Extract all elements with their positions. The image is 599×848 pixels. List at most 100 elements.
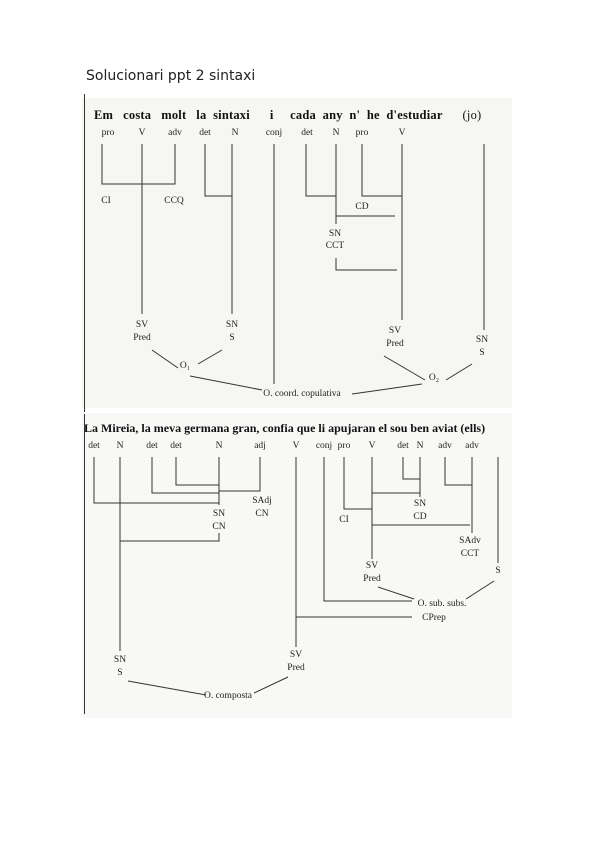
- function-label: SAdv: [459, 536, 481, 546]
- sentence-1: Em costa molt la sintaxi i cada any n' h…: [94, 108, 481, 123]
- pos-tag: pro: [101, 128, 115, 138]
- word: any: [322, 108, 343, 122]
- pos-tag: V: [292, 441, 300, 451]
- tree-branch: [465, 580, 495, 600]
- function-label: SAdj: [252, 496, 272, 506]
- function-label: CPrep: [422, 613, 446, 623]
- function-label: SN: [328, 229, 342, 239]
- function-label: SV: [289, 650, 303, 660]
- function-label: SN: [113, 655, 127, 665]
- function-label: CD: [413, 512, 427, 522]
- pos-tag: V: [138, 128, 146, 138]
- tree-lines: [93, 457, 499, 696]
- tree-branch: [175, 457, 219, 486]
- function-label: S: [117, 668, 123, 678]
- function-label: CN: [212, 522, 226, 532]
- function-label: Pred: [287, 663, 305, 673]
- function-label: S: [479, 348, 485, 358]
- scan-edge-line: [84, 94, 85, 412]
- pos-tag: det: [199, 128, 211, 138]
- tree-branch: [402, 457, 420, 480]
- tree-lines: [101, 144, 485, 395]
- pos-tag: det: [88, 441, 100, 451]
- pos-tag: det: [301, 128, 313, 138]
- word: la: [196, 108, 207, 122]
- syntax-diagram-2: La Mireia, la meva germana gran, confia …: [82, 413, 512, 718]
- word: he: [366, 108, 380, 122]
- tree-branch: [127, 680, 207, 696]
- pos-tag: adv: [168, 128, 182, 138]
- pos-tag: det: [397, 441, 409, 451]
- function-label: SV: [365, 561, 379, 571]
- word: d'estudiar: [386, 108, 443, 122]
- pos-tag: V: [368, 441, 376, 451]
- pos-tag: conj: [315, 441, 333, 451]
- function-label: O. composta: [203, 691, 253, 701]
- tree-branch: [323, 457, 412, 602]
- function-label: Pred: [386, 339, 404, 349]
- scan-edge-line: [84, 414, 85, 714]
- tree-branch: [93, 457, 219, 504]
- word: i: [269, 108, 274, 122]
- tree-branch: [101, 144, 142, 185]
- word: sintaxi: [213, 108, 250, 122]
- function-label: SN: [413, 499, 427, 509]
- function-label: SN: [212, 509, 226, 519]
- tree-branch: [351, 383, 423, 395]
- function-label: CI: [339, 515, 349, 525]
- pos-tag: det: [146, 441, 158, 451]
- function-label: CN: [255, 509, 269, 519]
- syntax-diagram-1: Em costa molt la sintaxi i cada any n' h…: [82, 98, 512, 408]
- word: molt: [161, 108, 187, 122]
- word: (jo): [462, 108, 482, 122]
- word: cada: [290, 108, 316, 122]
- tree-branch: [444, 457, 472, 486]
- tree-branch: [383, 355, 426, 381]
- pos-tag: conj: [265, 128, 283, 138]
- function-label: O₁: [179, 361, 191, 371]
- function-label: CCT: [325, 241, 345, 251]
- function-label: SV: [135, 320, 149, 330]
- tree-branch: [253, 676, 289, 694]
- pos-tag: N: [116, 441, 124, 451]
- tree-branch: [151, 349, 179, 369]
- pos-tag: adj: [254, 441, 266, 451]
- function-label: O. sub. subs.: [417, 599, 467, 609]
- function-label: SN: [225, 320, 239, 330]
- tree-branch: [151, 457, 219, 494]
- tree-branch: [189, 375, 263, 391]
- function-label: SV: [388, 326, 402, 336]
- function-label: O₂: [428, 373, 440, 383]
- tree-branch: [361, 144, 402, 197]
- tree-branch: [204, 144, 232, 197]
- tree-branch: [197, 349, 223, 365]
- function-label: CD: [355, 202, 369, 212]
- tree-branch: [377, 586, 415, 600]
- tree-branch: [445, 363, 473, 381]
- word: n': [349, 108, 361, 122]
- function-label: O. coord. copulativa: [263, 389, 341, 399]
- function-label: Pred: [363, 574, 381, 584]
- function-label: CCQ: [164, 196, 184, 206]
- function-label: Pred: [133, 333, 151, 343]
- pos-tag: N: [332, 128, 340, 138]
- pos-tag: adv: [465, 441, 479, 451]
- document-title: Solucionari ppt 2 sintaxi: [86, 68, 256, 84]
- pos-tag: pro: [355, 128, 369, 138]
- pos-tag: pro: [337, 441, 351, 451]
- tree-branch: [343, 457, 372, 510]
- word: costa: [123, 108, 152, 122]
- pos-tag: V: [398, 128, 406, 138]
- function-label: S: [229, 333, 235, 343]
- pos-tag: det: [170, 441, 182, 451]
- pos-tag: N: [231, 128, 239, 138]
- tree-branch: [142, 144, 176, 185]
- tree-branch: [219, 457, 261, 492]
- sentence-2: La Mireia, la meva germana gran, confia …: [84, 421, 486, 435]
- pos-tag: N: [416, 441, 424, 451]
- tree-branch: [335, 258, 397, 271]
- function-label: CCT: [460, 549, 480, 559]
- pos-tag: N: [215, 441, 223, 451]
- function-label: CI: [101, 196, 111, 206]
- pos-tag: adv: [438, 441, 452, 451]
